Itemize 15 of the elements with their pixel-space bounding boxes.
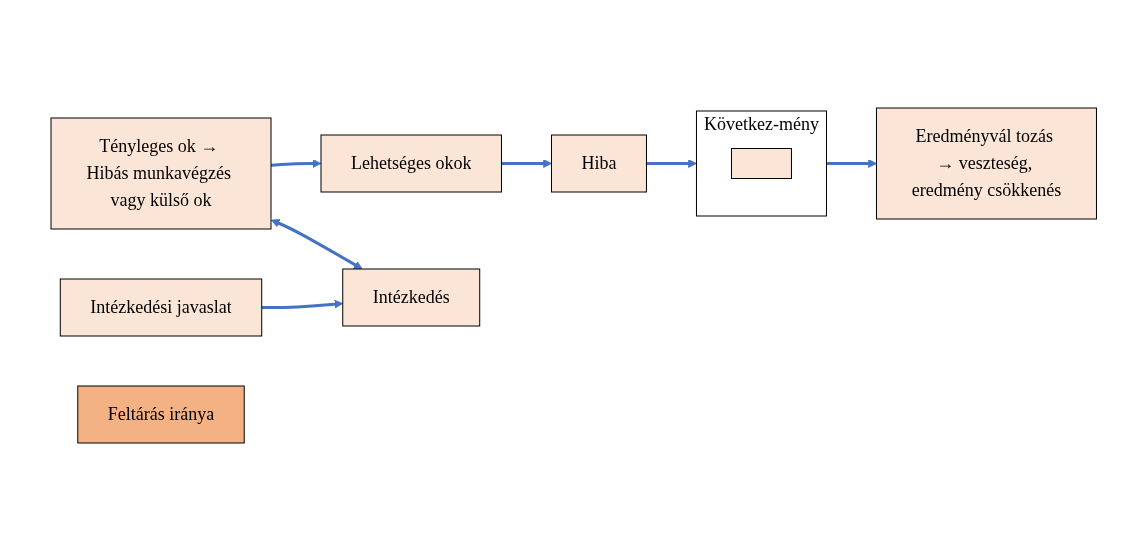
arrow xyxy=(646,159,697,168)
node-box xyxy=(730,148,792,179)
node-box: Intézkedés xyxy=(342,268,480,327)
arrow xyxy=(270,219,363,270)
node-box: Tényleges ok → Hibás munkavégzés vagy külső ok xyxy=(50,117,272,230)
arrow xyxy=(261,299,343,309)
node-box: Intézkedési javaslat xyxy=(59,278,262,337)
arrow xyxy=(826,159,877,168)
node-box: Feltárás iránya xyxy=(77,385,245,444)
node-box: Lehetséges okok xyxy=(320,134,502,193)
node-box: Hiba xyxy=(550,134,647,193)
cluster: Következ-mény xyxy=(695,110,827,217)
node-box: Eredményvál tozás → veszteség, eredmény csökkenés xyxy=(875,107,1097,220)
arrow xyxy=(501,159,552,168)
arrow xyxy=(270,159,322,168)
